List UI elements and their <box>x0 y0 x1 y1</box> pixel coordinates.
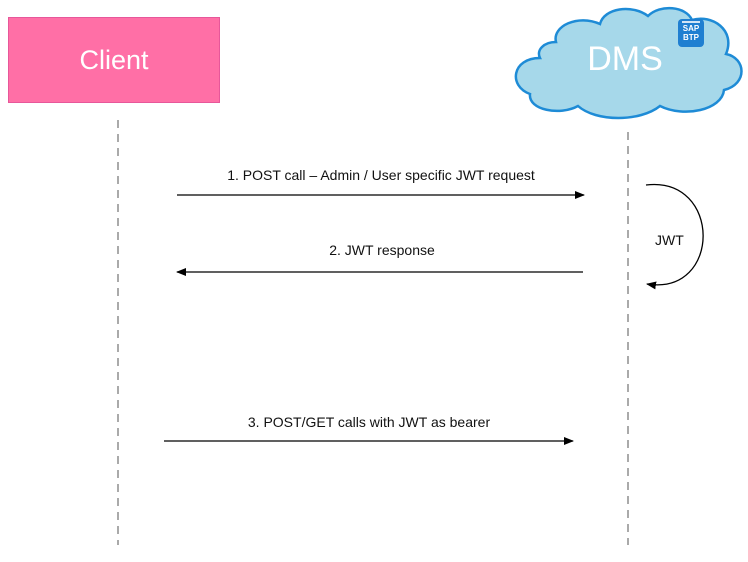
self-message-jwt-arrow <box>645 184 704 290</box>
client-label: Client <box>79 44 149 75</box>
badge-line-1: SAP <box>682 24 700 33</box>
sap-btp-badge-icon: SAP BTP <box>678 19 704 47</box>
client-participant: Client <box>8 17 220 103</box>
badge-bar <box>682 21 700 23</box>
dms-label: DMS <box>587 40 663 78</box>
message-3-label: 3. POST/GET calls with JWT as bearer <box>247 414 491 430</box>
message-1-label: 1. POST call – Admin / User specific JWT… <box>227 167 535 183</box>
client-box-fill <box>8 17 220 103</box>
message-2-label: 2. JWT response <box>329 242 435 258</box>
self-message-label: JWT <box>655 232 684 248</box>
badge-line-2: BTP <box>683 33 699 42</box>
